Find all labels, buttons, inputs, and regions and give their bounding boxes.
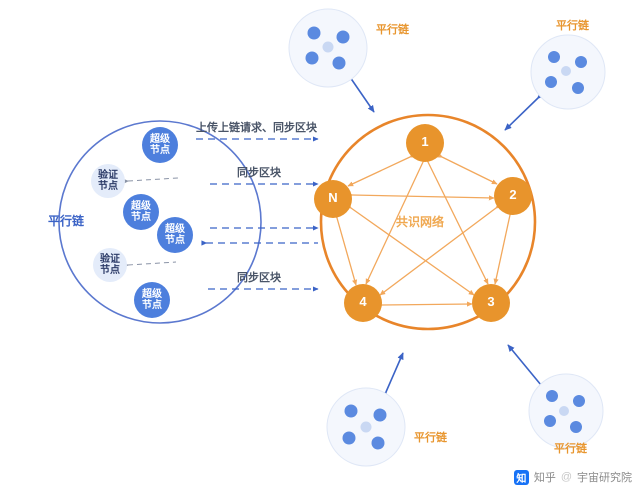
super-node-1[interactable] xyxy=(142,127,178,163)
consensus-node-4[interactable] xyxy=(344,284,382,322)
super-node-4-label: 超级节点 xyxy=(142,289,162,311)
watermark-separator: @ xyxy=(560,471,572,483)
zhihu-logo-icon: 知 xyxy=(513,469,529,485)
super-node-1-label: 超级节点 xyxy=(150,134,170,156)
satellite-bottom-left-label: 平行链 xyxy=(414,432,447,444)
super-node-4[interactable] xyxy=(134,282,170,318)
watermark: 知 知乎 @ 宇宙研究院 xyxy=(513,469,632,485)
parachain-left-label: 平行链 xyxy=(48,214,85,228)
satellite-top-right-label: 平行链 xyxy=(556,20,589,32)
consensus-node-group xyxy=(314,124,532,322)
consensus-ring xyxy=(319,113,537,331)
flow-label-sync-top: 同步区块 xyxy=(237,167,281,179)
consensus-mesh-links xyxy=(333,152,514,308)
consensus-node-2-label: 2 xyxy=(509,187,517,202)
satellite-top-left[interactable] xyxy=(288,8,368,88)
satellite-top-right[interactable] xyxy=(530,34,606,110)
super-node-3-label: 超级节点 xyxy=(165,224,185,246)
satellite-top-left-label: 平行链 xyxy=(376,24,409,36)
super-node-3[interactable] xyxy=(157,217,193,253)
watermark-site: 知乎 xyxy=(533,472,556,484)
watermark-author: 宇宙研究院 xyxy=(577,472,632,484)
consensus-node-3-label: 3 xyxy=(487,294,495,309)
consensus-node-1-label: 1 xyxy=(421,134,429,149)
consensus-node-2[interactable] xyxy=(494,177,532,215)
consensus-node-4-label: 4 xyxy=(359,294,367,309)
consensus-network-label: 共识网络 xyxy=(396,215,445,229)
super-node-2-label: 超级节点 xyxy=(131,201,151,223)
parachain-left-nodes xyxy=(91,127,193,318)
verify-node-2[interactable] xyxy=(93,248,127,282)
verify-node-2-label: 验证节点 xyxy=(100,254,120,276)
sync-flow-arrows xyxy=(196,136,319,292)
consensus-node-n[interactable] xyxy=(314,180,352,218)
flow-label-sync-bottom: 同步区块 xyxy=(237,272,281,284)
satellite-bottom-left[interactable] xyxy=(326,387,406,467)
consensus-node-n-label: N xyxy=(328,190,338,205)
satellite-connectors xyxy=(346,73,548,399)
satellite-bottom-right-label: 平行链 xyxy=(554,443,587,455)
consensus-node-3[interactable] xyxy=(472,284,510,322)
satellite-bottom-right[interactable] xyxy=(528,373,604,449)
parachain-left-internal-arrows xyxy=(124,177,179,268)
parachain-left-ring xyxy=(58,120,262,324)
verify-node-1-label: 验证节点 xyxy=(98,170,118,192)
flow-label-upload: 上传上链请求、同步区块 xyxy=(196,122,317,134)
consensus-node-1[interactable] xyxy=(406,124,444,162)
verify-node-1[interactable] xyxy=(91,164,125,198)
super-node-2[interactable] xyxy=(123,194,159,230)
